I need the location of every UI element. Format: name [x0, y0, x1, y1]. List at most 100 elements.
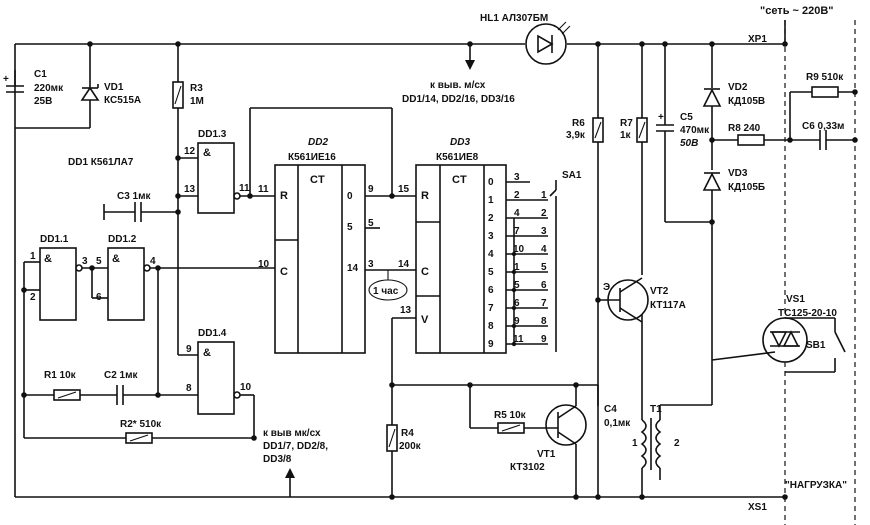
- svg-text:R7: R7: [620, 118, 633, 129]
- svg-text:VT1: VT1: [537, 449, 556, 460]
- svg-text:1: 1: [514, 262, 520, 273]
- svg-text:C2 1мк: C2 1мк: [104, 370, 139, 381]
- vs1-triac: VS1 ТС125-20-10: [711, 294, 837, 363]
- svg-text:DD1.3: DD1.3: [198, 129, 227, 140]
- c1-capacitor: + C1 220мк 25В: [3, 69, 64, 107]
- svg-text:10: 10: [513, 244, 525, 255]
- svg-text:К561ИЕ16: К561ИЕ16: [288, 152, 336, 163]
- one-hour-marker: 1 час: [368, 270, 408, 301]
- svg-text:6: 6: [96, 292, 102, 303]
- svg-text:1: 1: [632, 438, 638, 449]
- c3-capacitor: C3 1мк: [103, 191, 178, 222]
- power-rails: [14, 43, 785, 498]
- svg-text:DD3: DD3: [450, 137, 470, 148]
- svg-text:5: 5: [488, 267, 494, 278]
- vd2-diode: VD2 КД105В: [702, 44, 765, 170]
- c1-label: C1: [34, 69, 47, 80]
- svg-text:XP1: XP1: [748, 34, 767, 45]
- svg-text:15: 15: [398, 184, 410, 195]
- svg-text:6: 6: [541, 280, 547, 291]
- svg-text:C5: C5: [680, 112, 693, 123]
- svg-text:SB1: SB1: [806, 340, 826, 351]
- svg-text:4: 4: [488, 249, 494, 260]
- svg-text:3: 3: [541, 226, 547, 237]
- r3-resistor: R3 1М: [172, 44, 204, 355]
- svg-text:ТС125-20-10: ТС125-20-10: [778, 308, 837, 319]
- dd1-3-gate: DD1.3 & 12 13 11: [178, 129, 275, 214]
- svg-text:V: V: [421, 314, 429, 326]
- svg-text:R9 510к: R9 510к: [806, 72, 844, 83]
- svg-text:0: 0: [488, 177, 494, 188]
- c5-capacitor: + C5 470мк 50В: [656, 44, 710, 222]
- svg-text:C: C: [280, 266, 288, 278]
- svg-text:8: 8: [488, 321, 494, 332]
- svg-text:8: 8: [541, 316, 547, 327]
- svg-text:DD1/7, DD2/8,: DD1/7, DD2/8,: [263, 441, 328, 452]
- svg-text:0: 0: [347, 191, 353, 202]
- svg-text:R6: R6: [572, 118, 585, 129]
- svg-text:8: 8: [186, 383, 192, 394]
- svg-text:5: 5: [541, 262, 547, 273]
- svg-text:2: 2: [514, 190, 520, 201]
- svg-text:VD3: VD3: [728, 168, 748, 179]
- vd3-diode: VD3 КД105Б: [702, 168, 765, 405]
- svg-text:C3 1мк: C3 1мк: [117, 191, 152, 202]
- svg-text:R: R: [280, 190, 288, 202]
- svg-text:9: 9: [541, 334, 547, 345]
- vt1-transistor: VT1 КТ3102: [510, 385, 587, 497]
- c6-capacitor: C6 0,33м: [802, 121, 855, 150]
- svg-text:3: 3: [368, 259, 374, 270]
- svg-text:7: 7: [514, 226, 520, 237]
- r9-resistor: R9 510к: [789, 72, 855, 140]
- r3-value: 1М: [190, 96, 204, 107]
- svg-text:к выв. м/сх: к выв. м/сх: [430, 80, 486, 91]
- svg-text:R2* 510к: R2* 510к: [120, 419, 162, 430]
- svg-text:4: 4: [150, 256, 156, 267]
- svg-text:1: 1: [541, 190, 547, 201]
- r6-resistor: R6 3,9к: [566, 117, 604, 143]
- svg-text:14: 14: [347, 263, 359, 274]
- svg-text:1 час: 1 час: [373, 286, 399, 297]
- svg-text:DD1.4: DD1.4: [198, 328, 227, 339]
- svg-text:12: 12: [184, 146, 196, 157]
- svg-text:+: +: [658, 112, 664, 123]
- hl1-led: HL1 АЛ307БМ: [480, 13, 571, 65]
- svg-text:50В: 50В: [680, 138, 698, 149]
- svg-text:+: +: [3, 74, 9, 85]
- svg-text:VD2: VD2: [728, 82, 748, 93]
- svg-text:&: &: [203, 347, 211, 359]
- svg-text:11: 11: [258, 184, 269, 195]
- c1-value: 220мк: [34, 83, 64, 94]
- dd2-counter: DD2 К561ИЕ16 CT R C 0 5 14 11 10 9 5 3: [258, 137, 374, 354]
- svg-text:10: 10: [258, 259, 270, 270]
- svg-text:XS1: XS1: [748, 502, 767, 513]
- svg-text:"НАГРУЗКА": "НАГРУЗКА": [785, 480, 847, 491]
- sb1-button: SB1: [785, 317, 846, 373]
- svg-text:DD1/14, DD2/16, DD3/16: DD1/14, DD2/16, DD3/16: [402, 94, 515, 105]
- svg-text:3: 3: [82, 256, 88, 267]
- svg-text:DD3/8: DD3/8: [263, 454, 292, 465]
- vt2-transistor: Э VT2 КТ117А: [598, 277, 686, 323]
- svg-text:2: 2: [488, 213, 494, 224]
- svg-text:11: 11: [239, 183, 250, 194]
- svg-text:HL1 АЛ307БМ: HL1 АЛ307БМ: [480, 13, 548, 24]
- svg-text:14: 14: [398, 259, 410, 270]
- mains-label: "сеть ~ 220В": [760, 5, 834, 17]
- dd3-output-lines: 3 2 4 7 10 1 5 6 9 11 1 2 3 4 5 6 7 8 9: [506, 172, 548, 345]
- svg-text:DD1.2: DD1.2: [108, 234, 137, 245]
- r4-resistor: R4 200к: [386, 424, 422, 497]
- svg-text:VS1: VS1: [786, 294, 805, 305]
- svg-text:CT: CT: [310, 174, 325, 186]
- svg-text:R8 240: R8 240: [728, 123, 761, 134]
- svg-text:2: 2: [30, 292, 36, 303]
- svg-text:R4: R4: [401, 428, 414, 439]
- svg-text:R5 10к: R5 10к: [494, 410, 527, 421]
- svg-text:КТ3102: КТ3102: [510, 462, 545, 473]
- svg-text:R1 10к: R1 10к: [44, 370, 77, 381]
- svg-text:К561ИЕ8: К561ИЕ8: [436, 152, 479, 163]
- dd1-1-gate: DD1.1 & 1 2 3: [23, 234, 88, 375]
- mains-lines: XP1 XS1 "НАГРУЗКА" "сеть ~ 220В": [748, 5, 856, 525]
- svg-text:3: 3: [488, 231, 494, 242]
- svg-text:к выв мк/сх: к выв мк/сх: [263, 428, 321, 439]
